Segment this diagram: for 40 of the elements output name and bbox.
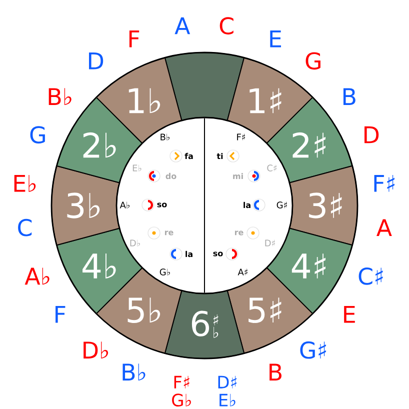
key-name: E♭ — [14, 174, 36, 192]
note-name: A♯ — [238, 268, 248, 276]
key-name: E — [270, 30, 281, 48]
solfege-syllable: re — [235, 230, 244, 236]
key-name: F♯ — [174, 376, 190, 388]
ring-sector: 3♭ — [51, 165, 120, 246]
note-name: G♯ — [276, 202, 287, 208]
key-name: C♯ — [358, 268, 383, 285]
solfege-syllable: do — [166, 172, 176, 180]
key-name: B♭ — [122, 364, 146, 381]
solfege-syllable: re — [165, 230, 174, 236]
note-name: D♭ — [130, 240, 140, 246]
solfege-syllable: so — [157, 202, 167, 208]
solfege-syllable: mi — [233, 172, 243, 180]
note-name: F♯ — [237, 134, 246, 140]
key-name: F — [129, 30, 140, 48]
key-name: A — [174, 17, 190, 34]
solfege-syllable: la — [186, 250, 192, 258]
note-name: D♯ — [265, 240, 275, 246]
note-name: B♭ — [160, 134, 170, 140]
key-name: D — [364, 126, 379, 144]
solfege-syllable: la — [244, 202, 250, 208]
key-name: A — [376, 219, 392, 236]
key-name: F♯ — [374, 175, 394, 192]
key-name: G♭ — [172, 394, 191, 407]
ring-sector — [164, 52, 245, 122]
solfege-syllable: so — [213, 252, 223, 256]
note-name: C♯ — [267, 164, 277, 172]
solfege-syllable: fa — [184, 152, 193, 160]
key-name: E♭ — [220, 394, 236, 406]
note-name: G♭ — [160, 268, 170, 276]
key-name: A♭ — [24, 268, 50, 285]
key-name: C — [220, 17, 234, 34]
key-name: D♯ — [218, 376, 237, 388]
note-name: E♭ — [132, 164, 142, 172]
solfege-syllable: ti — [216, 152, 223, 160]
key-name: B — [270, 364, 282, 380]
note-name: A♭ — [120, 202, 130, 208]
key-name: C — [18, 218, 32, 236]
key-name: G — [30, 126, 45, 144]
